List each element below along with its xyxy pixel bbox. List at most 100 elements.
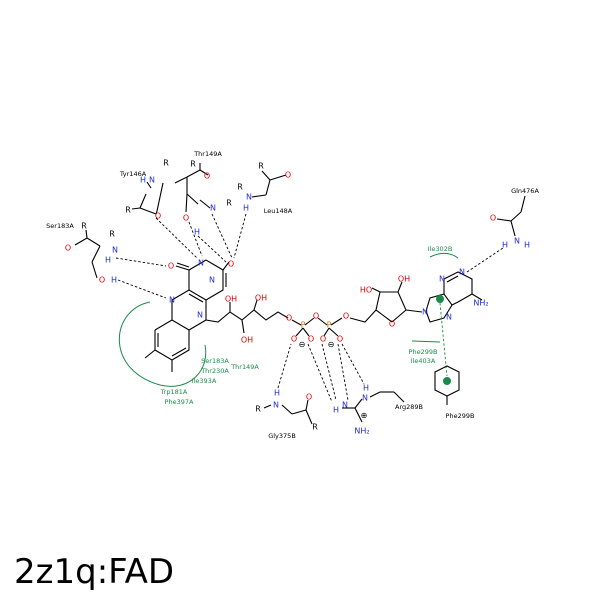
label-hydrophobic-ile302b: Ile302B <box>428 245 453 253</box>
atom-o-bridge: O <box>313 312 319 321</box>
label-gln476a: Gln476A <box>511 187 539 195</box>
atom-o1b: O <box>320 335 326 344</box>
ribose-ring <box>349 281 423 323</box>
pi-stack-center-adenine <box>436 295 444 303</box>
atom-o4star: O <box>389 320 395 329</box>
atom-n9: N <box>422 308 428 317</box>
atom-o2prime: OH <box>225 295 237 304</box>
atom-pa: P <box>301 321 306 330</box>
atom-o5prime: O <box>286 314 292 323</box>
atom-n6-ade: NH₂ <box>473 299 488 308</box>
fragment-tyr146a <box>131 181 164 215</box>
atom-o1a: O <box>291 335 297 344</box>
atom-h-ser: H <box>105 256 111 265</box>
atom-o2star: HO <box>360 286 372 295</box>
label-hydrophobic-ser183a: Ser183A <box>201 357 229 365</box>
label-hydrophobic-phe397a: Phe397A <box>165 398 194 406</box>
atom-r2-leu: R <box>237 183 243 192</box>
charge-minus-a: ⊖ <box>299 340 306 349</box>
pi-stack-center-phe <box>443 377 451 385</box>
pi-stack-line <box>439 302 448 377</box>
atom-o2a: O <box>308 335 314 344</box>
atom-n10: N <box>197 311 203 320</box>
hydrophobic-arc-phe299b <box>411 340 441 343</box>
atom-r2-thr: R <box>190 160 196 169</box>
label-ser183a: Ser183A <box>46 222 74 230</box>
atom-r-thr: R <box>226 199 232 208</box>
atom-r2-ser: R <box>109 230 115 239</box>
atom-n-tyr: N <box>149 176 155 185</box>
hydrophobic-arc-ile302b <box>429 252 459 259</box>
atom-n-thr: N <box>210 204 216 213</box>
atom-nh2-arg: NH₂ <box>354 427 369 436</box>
charge-plus-arg: ⊕ <box>361 411 368 420</box>
atom-o-tyr: O <box>155 212 161 221</box>
label-hydrophobic-thr149a: Thr149A <box>230 363 259 371</box>
atom-o5star: O <box>343 312 349 321</box>
atom-n1: N <box>209 276 215 285</box>
atom-r-tyr: R <box>163 159 169 168</box>
atom-o2: O <box>228 260 234 269</box>
phe299b-ring <box>434 365 460 405</box>
pyrophosphate <box>291 317 343 337</box>
atom-pb: P <box>327 321 332 330</box>
atom-r-gly: R <box>255 405 261 414</box>
atom-n5: N <box>169 296 175 305</box>
label-phe299b: Phe299B <box>446 412 475 420</box>
atom-n7: N <box>446 313 452 322</box>
label-hydrophobic-phe299b: Phe299B <box>409 348 438 356</box>
atom-h-leu: H <box>243 204 249 213</box>
atom-n-gln: N <box>514 237 520 246</box>
fragment-gly375b <box>263 399 313 425</box>
atom-n-gly: N <box>273 401 279 410</box>
atom-o-ser: O <box>65 244 71 253</box>
atom-o-thr2: O <box>204 172 210 181</box>
atom-og-ser: O <box>99 276 105 285</box>
label-hydrophobic-trp181a: Trp181A <box>160 388 188 396</box>
atom-o2b: O <box>337 335 343 344</box>
atom-o4: O <box>168 262 174 271</box>
label-arg289b: Arg289B <box>395 403 423 411</box>
label-hydrophobic-ile393a: Ile393A <box>192 377 217 385</box>
atom-r-ser: R <box>81 222 87 231</box>
atom-he-arg: H <box>363 384 369 393</box>
atom-h-tyr: H <box>140 176 146 185</box>
atom-o4prime: OH <box>255 294 267 303</box>
atom-r-leu: R <box>258 162 264 171</box>
atom-n-leu: N <box>246 193 252 202</box>
atom-o-leu: O <box>285 171 291 180</box>
atom-h2-gln: H <box>524 241 530 250</box>
atom-n3: N <box>198 259 204 268</box>
fragment-arg289b <box>342 391 405 423</box>
atom-o-thr: O <box>183 214 189 223</box>
label-gly375b: Gly375B <box>268 432 296 440</box>
atom-o-gly: O <box>306 393 312 402</box>
hbond-lines <box>115 213 504 403</box>
atom-r2-tyr: R <box>125 206 131 215</box>
label-hydrophobic-thr230a: Thr230A <box>200 367 229 375</box>
atom-o3prime: OH <box>241 336 253 345</box>
atom-n-ser: N <box>112 246 118 255</box>
diagram-title: 2z1q:FAD <box>14 552 175 592</box>
atom-nh1-arg: N <box>342 401 348 410</box>
atom-r2-gly: R <box>312 423 318 432</box>
atom-ne-arg: N <box>362 394 368 403</box>
fragment-gln476a <box>496 195 526 237</box>
fragment-leu148a <box>251 170 287 198</box>
adenine-ring <box>425 271 483 323</box>
label-thr149a-top: Thr149A <box>193 150 222 158</box>
label-hydrophobic-ile403a: Ile403A <box>411 357 436 365</box>
hydrophobic-arc-isoalloxazine <box>118 301 207 387</box>
atom-o3star: OH <box>398 275 410 284</box>
atom-nh-arg: H <box>333 406 339 415</box>
atom-h-gly: H <box>274 389 280 398</box>
label-tyr146a: Tyr146A <box>119 170 147 178</box>
charge-minus-b: ⊖ <box>328 340 335 349</box>
fragment-thr149a <box>174 163 209 205</box>
atom-h-gln: H <box>502 241 508 250</box>
atom-hg-ser: H <box>111 276 117 285</box>
label-leu148a: Leu148A <box>264 207 293 215</box>
fragment-ser183a <box>74 229 101 279</box>
atom-n3-ade: N <box>439 275 445 284</box>
